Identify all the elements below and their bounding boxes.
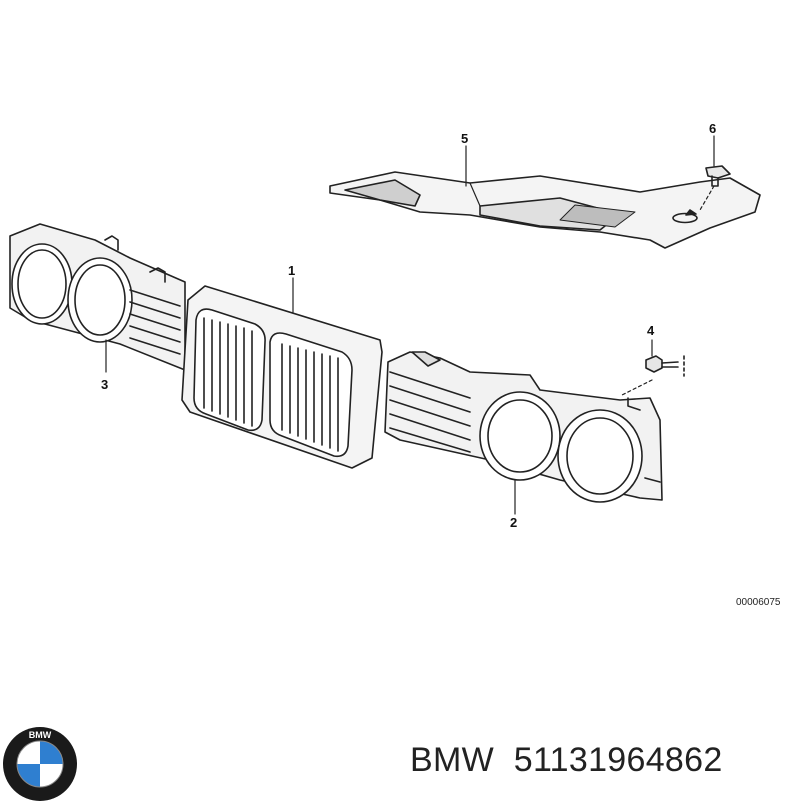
callout-6: 6	[709, 121, 716, 136]
part-3-left-headlamp-frame	[9, 223, 186, 371]
logo-letters: BMW	[29, 730, 52, 740]
bmw-logo-icon: BMW	[3, 727, 77, 801]
diagram-number: 00006075	[736, 597, 781, 608]
callout-1: 1	[288, 263, 295, 278]
leader-lines	[105, 135, 715, 515]
part-1-kidney-grille	[181, 285, 383, 469]
part-2-right-headlamp-frame	[384, 351, 663, 503]
brand-name: BMW	[410, 741, 494, 779]
part-6-clip	[705, 165, 731, 187]
callout-2: 2	[510, 515, 517, 530]
callout-5: 5	[461, 131, 468, 146]
callout-4: 4	[647, 323, 655, 338]
callout-3: 3	[101, 377, 108, 392]
part-number: 51131964862	[513, 741, 723, 779]
part-4-screw	[645, 355, 685, 377]
brand-part-line: BMW 51131964862	[410, 741, 723, 780]
part-5-cover-panel	[329, 171, 761, 249]
